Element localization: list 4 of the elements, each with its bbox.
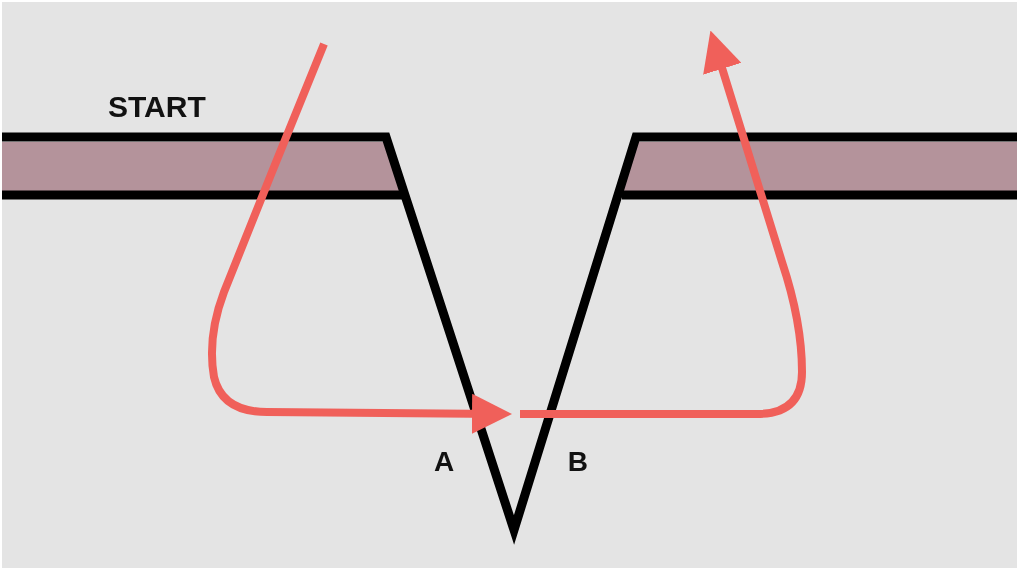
point-label: B	[522, 420, 588, 478]
arrow	[208, 42, 512, 434]
start-label: START	[108, 90, 206, 124]
point-label: A	[434, 420, 500, 478]
